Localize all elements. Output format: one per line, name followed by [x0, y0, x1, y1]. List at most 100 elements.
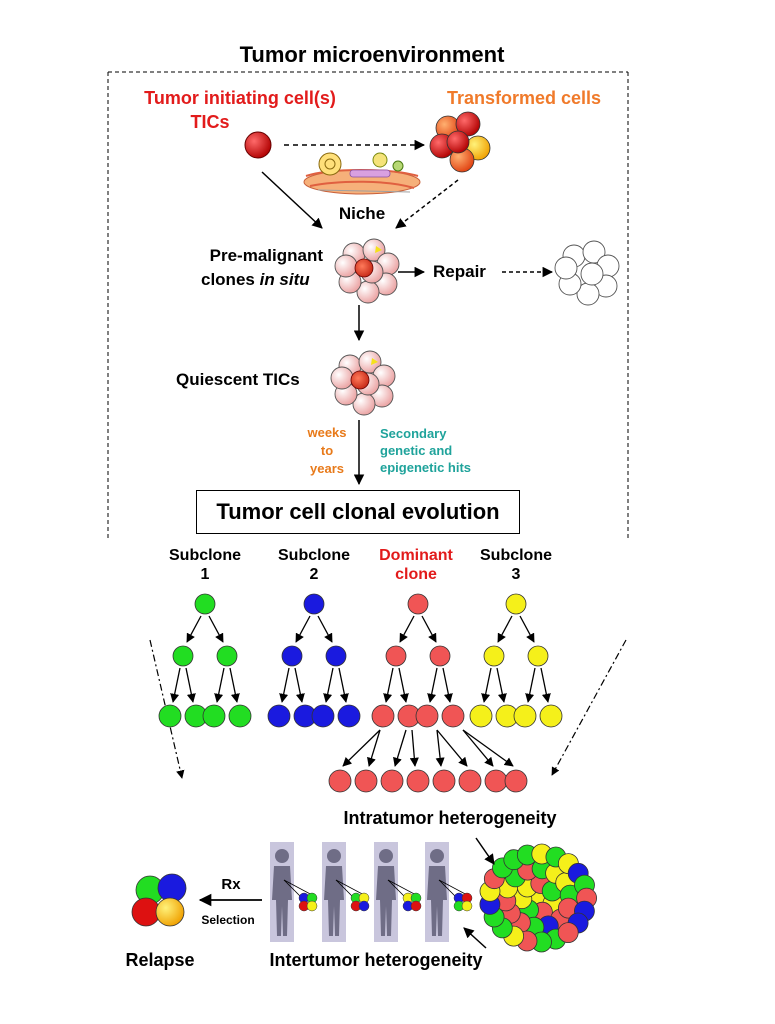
in-situ-label: in situ [259, 270, 310, 289]
clone-leaf-cell [337, 704, 361, 728]
clone-leaf-cell [539, 704, 563, 728]
division-arrow [295, 615, 311, 643]
secondary-label-1: Secondary [380, 426, 447, 441]
transformed-label: Transformed cells [446, 88, 602, 108]
repaired-cell [554, 256, 578, 280]
quiescent-marker [371, 358, 378, 365]
secondary-label-3: epigenetic hits [380, 460, 472, 475]
arrow-label-to-mass [475, 837, 495, 865]
patient-head [379, 849, 393, 863]
clone-leaf-cell [311, 704, 335, 728]
subclone-2-number: 2 [309, 566, 319, 583]
expansion-arrow [436, 729, 468, 767]
patient-head [327, 849, 341, 863]
pointer-line [335, 879, 367, 897]
clone-leaf-cell [441, 704, 465, 728]
expanded-dominant-cell [328, 769, 352, 793]
clone-daughter-cell [281, 645, 303, 667]
weeks-label: weeks [307, 425, 347, 440]
mini-tumor-cell [461, 900, 473, 912]
expanded-dominant-cell [484, 769, 508, 793]
division-arrow [442, 667, 453, 703]
division-arrow [398, 667, 409, 703]
mini-tumor-cell [306, 900, 318, 912]
microenvironment-frame [107, 71, 629, 540]
premalignant-label-1: Pre-malignant [209, 246, 323, 265]
clone-daughter-cell [429, 645, 451, 667]
pointer-line [387, 879, 419, 897]
arrow-right-dashed [551, 639, 627, 776]
repaired-cell-cluster [554, 240, 620, 306]
division-arrow [525, 667, 536, 703]
clone-tree-1 [158, 593, 252, 728]
years-label: years [310, 461, 344, 476]
intertumor-label: Intertumor heterogeneity [269, 950, 483, 970]
pointer-line [438, 879, 470, 897]
expanded-dominant-cell [432, 769, 456, 793]
arrow-transformed-to-premalignant [395, 179, 459, 229]
premalignant-clones-word: clones [201, 270, 255, 289]
arrow-tic-to-premalignant [261, 171, 323, 229]
clonal-evolution-box: Tumor cell clonal evolution [196, 490, 520, 534]
expanded-dominant-cell [458, 769, 482, 793]
relapse-cluster [131, 873, 187, 927]
dominant-expansion-row [328, 729, 528, 793]
pointer-line [283, 879, 315, 897]
clone-daughter-cell [527, 645, 549, 667]
clone-leaf-cell [228, 704, 252, 728]
expansion-arrow [435, 729, 445, 767]
subclone-3-number: 3 [511, 566, 521, 583]
division-arrow [186, 615, 202, 643]
patient-4 [425, 842, 473, 942]
clone-daughter-cell [216, 645, 238, 667]
clone-tree-2 [267, 593, 361, 728]
mini-tumor-cell [358, 900, 370, 912]
patient-2 [322, 842, 370, 942]
mini-tumor-cell [410, 900, 422, 912]
expansion-arrow [342, 729, 381, 767]
page-title: Tumor microenvironment [239, 42, 505, 67]
division-arrow [481, 667, 492, 703]
division-arrow [497, 615, 513, 643]
subclone-1-number: 1 [200, 566, 210, 583]
clone-daughter-cell [385, 645, 407, 667]
expansion-arrow [367, 729, 381, 767]
clone-leaf-cell [202, 704, 226, 728]
expansion-arrow [462, 729, 494, 767]
expanded-dominant-cell [406, 769, 430, 793]
secondary-label-2: genetic and [380, 443, 453, 458]
expansion-arrow [409, 729, 419, 767]
subclone-1-label: Subclone [168, 547, 242, 564]
tics-label: TICs [190, 112, 230, 132]
expanded-dominant-cell [380, 769, 404, 793]
division-arrow [399, 615, 415, 643]
tic-label: Tumor initiating cell(s) [144, 88, 336, 108]
quiescent-label: Quiescent TICs [176, 370, 300, 389]
subclone-3-label: Subclone [479, 547, 553, 564]
premalignant-marker [375, 246, 382, 253]
subclone-2-label: Subclone [277, 547, 351, 564]
division-arrow [170, 667, 181, 703]
expansion-arrow [462, 729, 514, 767]
dominant-clone-word: clone [395, 566, 437, 583]
clone-daughter-cell [172, 645, 194, 667]
quiescent-cell [330, 366, 354, 390]
division-arrow [294, 667, 305, 703]
clone-root-cell [194, 593, 216, 615]
clone-daughter-cell [483, 645, 505, 667]
clone-leaf-cell [415, 704, 439, 728]
division-arrow [229, 667, 240, 703]
to-label: to [320, 443, 334, 458]
clone-leaf-cell [267, 704, 291, 728]
division-arrow [427, 667, 438, 703]
clone-tree-4 [469, 593, 563, 728]
patient-head [430, 849, 444, 863]
division-arrow [185, 667, 196, 703]
arrow-intertumor-up [463, 927, 487, 949]
division-arrow [421, 615, 437, 643]
rx-label: Rx [221, 876, 241, 893]
expanded-dominant-cell [504, 769, 528, 793]
premalignant-label-2: clones in situ [201, 270, 310, 290]
